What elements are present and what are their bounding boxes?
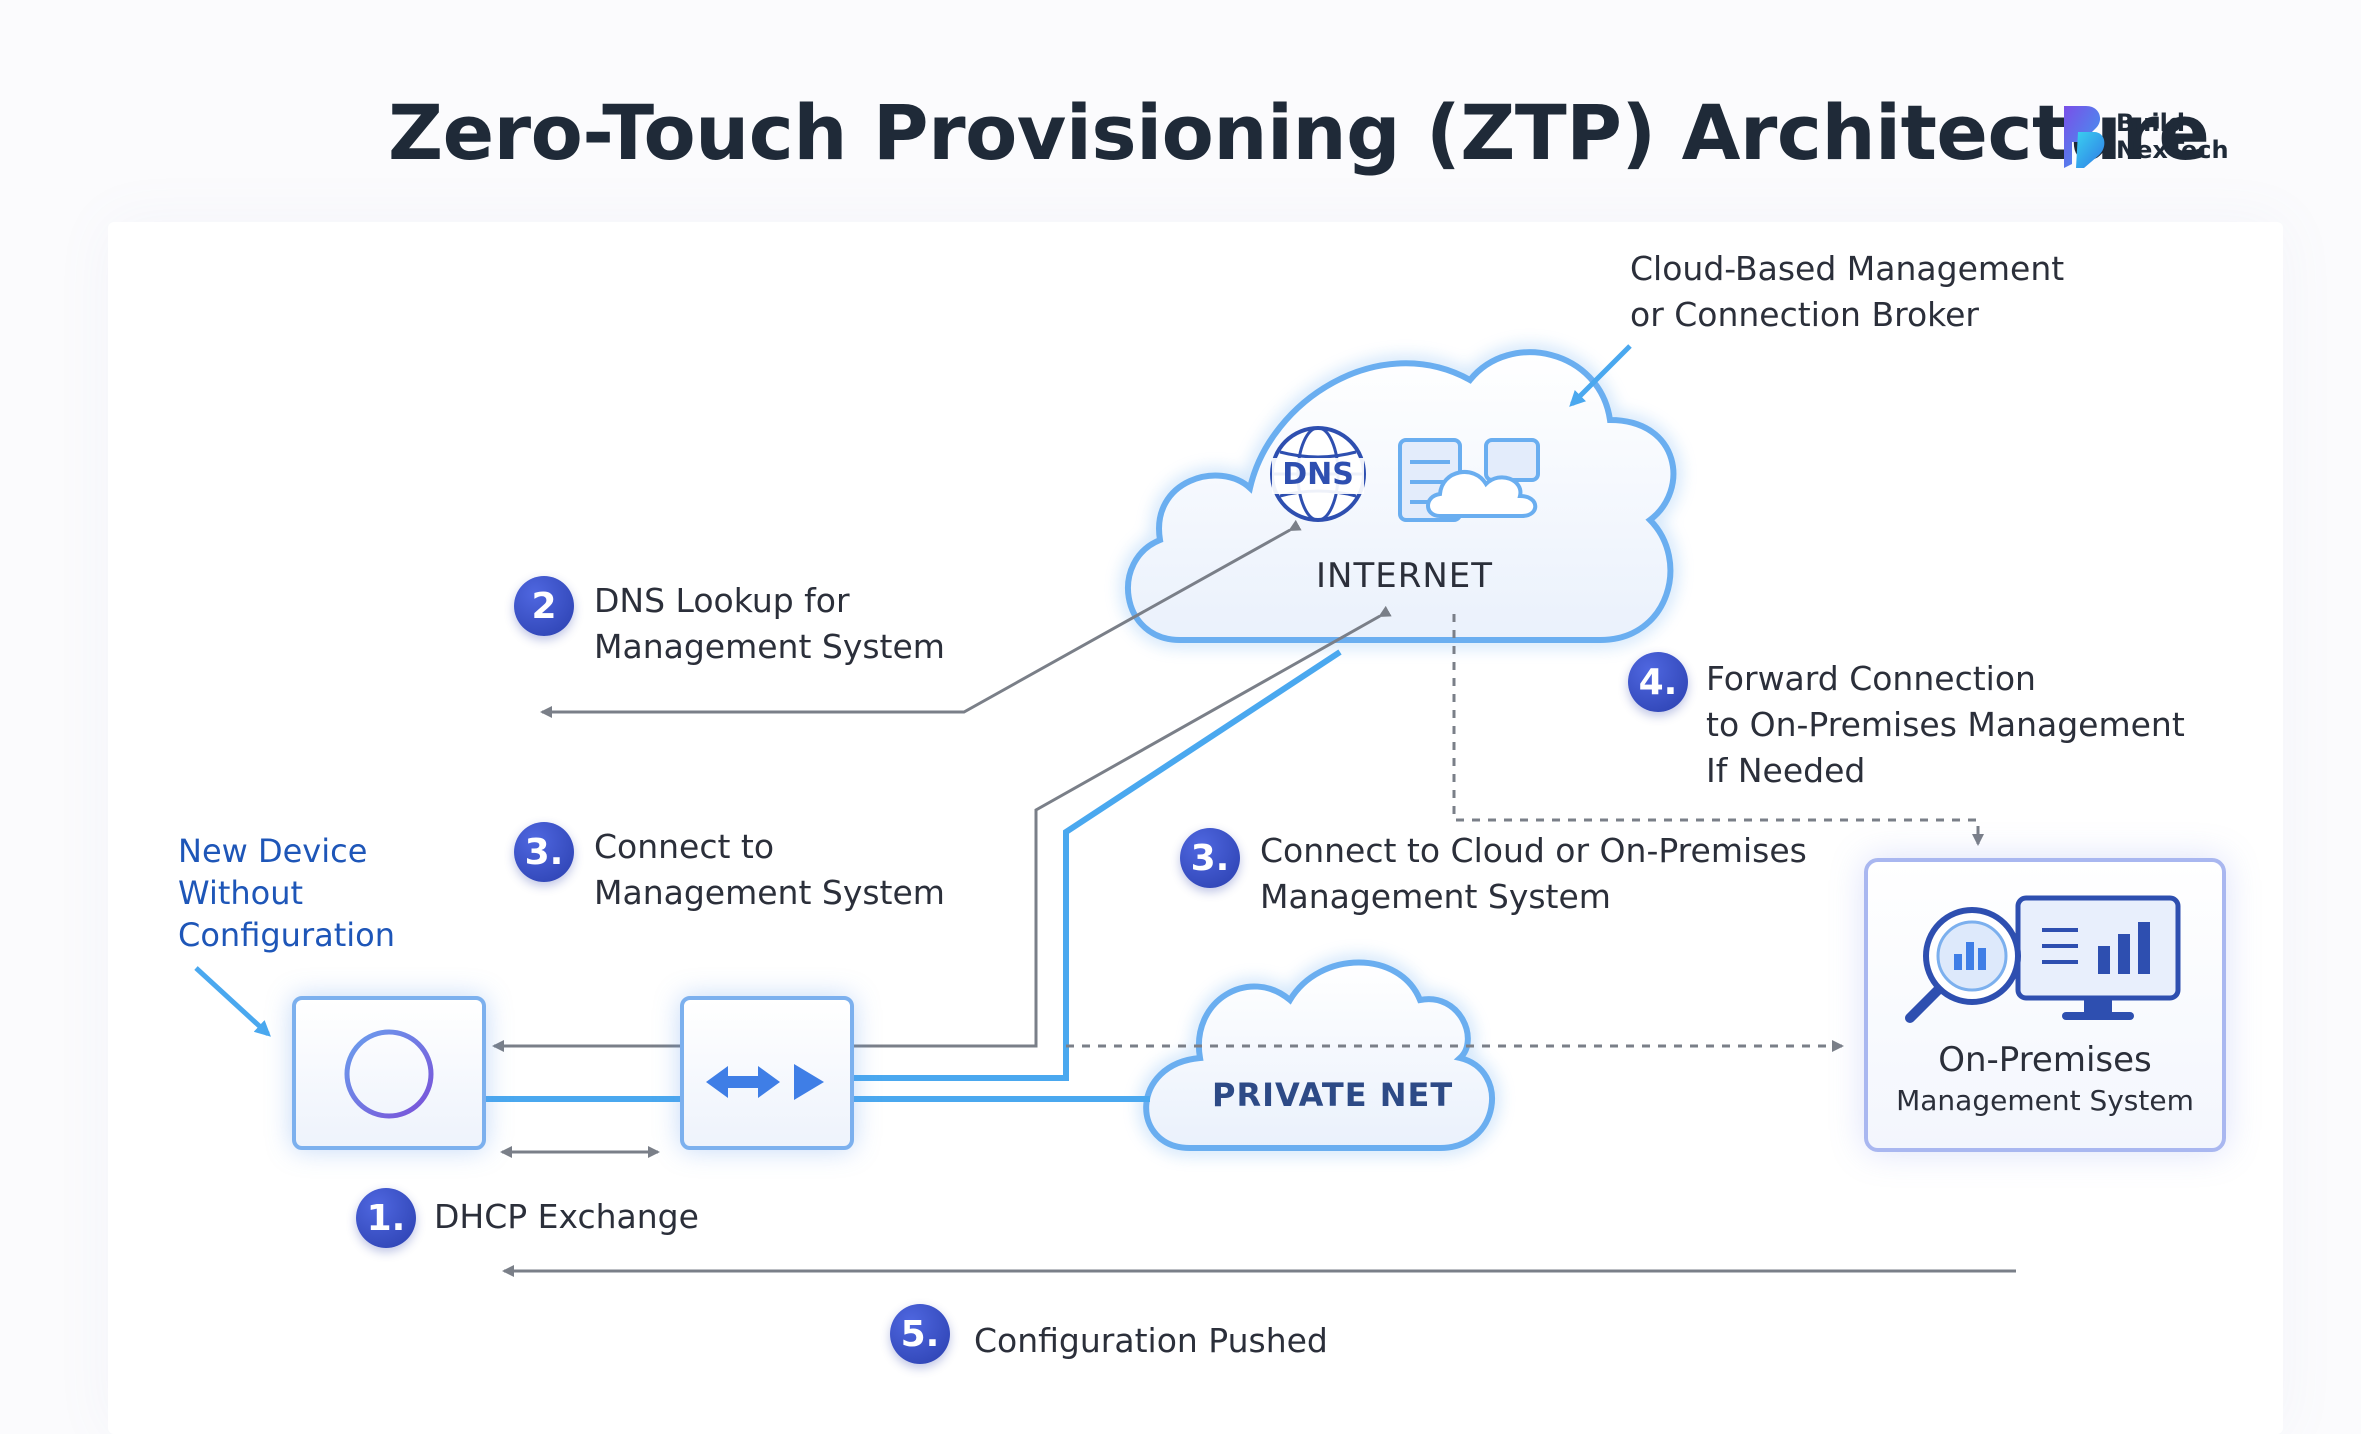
on-premises-management-box[interactable]: On-Premises Management System [1864,858,2226,1152]
step-3b-badge: 3. [1180,828,1240,888]
cloud-server-icon [1398,438,1540,522]
internet-label: INTERNET [1316,556,1494,596]
management-title: On-Premises [1938,1040,2152,1080]
step-4-badge: 4. [1628,652,1688,712]
step-1-label: DHCP Exchange [434,1197,699,1236]
private-net-label: PRIVATE NET [1212,1076,1454,1114]
callout-arrows [194,344,1632,1037]
step-4-label: Forward Connection to On-Premises Manage… [1706,659,2185,790]
switch-arrows-icon [706,1064,824,1100]
brand-logo-text: Build NexTech [2116,109,2229,164]
step-3-badge: 3. [514,822,574,882]
step-1-badge: 1. [356,1188,416,1248]
dashed-arrows [1066,614,1984,1052]
private-net-cloud [1139,955,1499,1155]
step-3b-label: Connect to Cloud or On-Premises Manageme… [1260,831,1807,916]
cloud-broker-callout: Cloud-Based Management or Connection Bro… [1630,249,2065,334]
new-device-box[interactable] [292,996,486,1150]
step-5-badge: 5. [890,1304,950,1364]
step-5-label: Configuration Pushed [974,1321,1328,1360]
step-2-badge: 2 [514,576,574,636]
brand-logo-icon [2064,106,2105,168]
monitor-magnifier-icon [1905,895,2181,1023]
brand-logo: Build NexTech [2058,102,2229,172]
dns-globe-icon [1270,426,1366,522]
step-3-label: Connect to Management System [594,827,945,912]
step-2-label: DNS Lookup for Management System [594,581,945,666]
network-switch-box[interactable] [680,996,854,1150]
dns-label: DNS [1282,457,1354,492]
power-ring-icon [344,1029,434,1119]
page-title: Zero-Touch Provisioning (ZTP) Architectu… [388,88,2210,177]
management-subtitle: Management System [1896,1084,2194,1117]
new-device-callout: New Device Without Configuration [178,832,396,954]
